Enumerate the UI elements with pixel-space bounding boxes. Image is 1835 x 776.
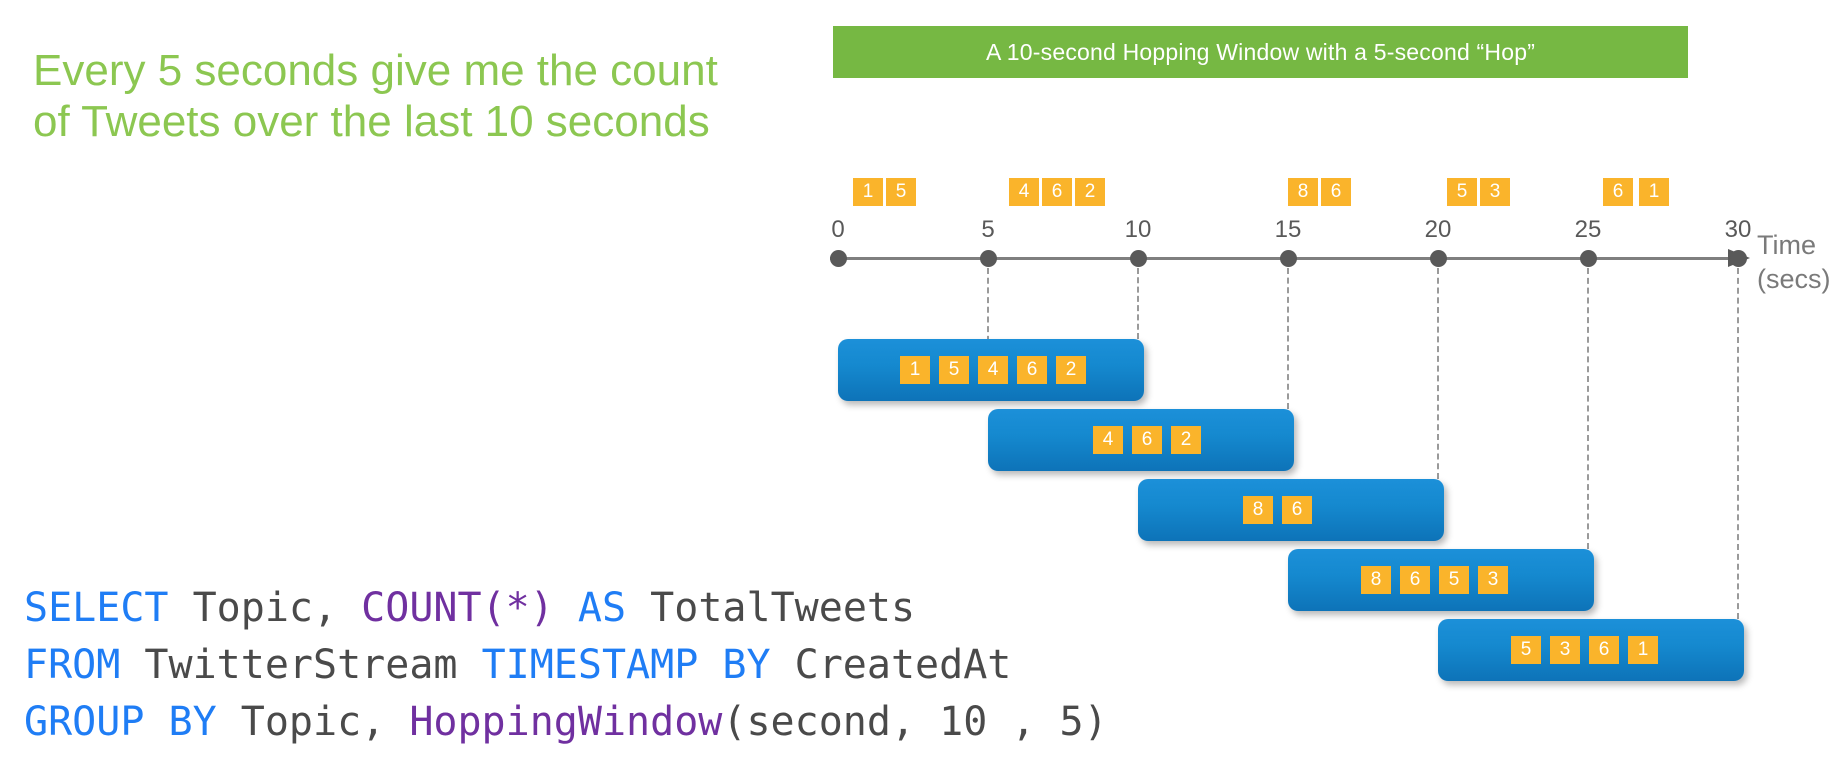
stream-event-chip: 4 [1009, 178, 1039, 206]
window-event-chip: 1 [900, 356, 930, 384]
axis-dot-25 [1580, 250, 1597, 267]
sql-token: TotalTweets [626, 585, 916, 631]
window-event-chip: 1 [1628, 636, 1658, 664]
stream-event-chip: 6 [1603, 178, 1633, 206]
axis-guide-line-20 [1437, 268, 1439, 479]
window-event-chip: 5 [1439, 566, 1469, 594]
axis-guide-line-25 [1587, 268, 1589, 549]
axis-guide-line-30 [1737, 268, 1739, 619]
banner-title: A 10-second Hopping Window with a 5-seco… [985, 38, 1536, 65]
axis-tick-label-20: 20 [1424, 216, 1452, 243]
window-event-chip: 5 [939, 356, 969, 384]
sql-line: SELECT Topic, COUNT(*) AS TotalTweets [24, 580, 1108, 637]
axis-guide-line-10 [1137, 268, 1139, 339]
axis-tick-label-15: 15 [1274, 216, 1302, 243]
sql-token [554, 585, 578, 631]
axis-label-time-unit: (secs) [1757, 264, 1831, 294]
axis-tick-label-30: 30 [1724, 216, 1752, 243]
sql-token: AS [577, 585, 627, 631]
axis-tick-label-5: 5 [981, 216, 995, 243]
time-axis-line [830, 257, 1730, 260]
window-event-chip: 4 [1093, 426, 1123, 454]
sql-token: GROUP BY [24, 699, 217, 745]
stream-event-chip: 6 [1321, 178, 1351, 206]
stream-event-chip: 3 [1480, 178, 1510, 206]
window-event-chip: 6 [1017, 356, 1047, 384]
axis-dot-20 [1430, 250, 1447, 267]
window-event-chip: 6 [1400, 566, 1430, 594]
window-event-chip: 2 [1056, 356, 1086, 384]
sql-token: HoppingWindow [409, 699, 723, 745]
time-axis-arrow-icon [1728, 249, 1750, 267]
axis-guide-line-15 [1287, 268, 1289, 409]
axis-label-time: Time (secs) [1757, 228, 1831, 296]
sql-token: (second, 10 , 5) [722, 699, 1108, 745]
axis-tick-label-25: 25 [1574, 216, 1602, 243]
axis-tick-label-10: 10 [1124, 216, 1152, 243]
window-event-chip: 8 [1243, 496, 1273, 524]
window-event-chip: 6 [1589, 636, 1619, 664]
window-event-chip: 5 [1511, 636, 1541, 664]
axis-dot-0 [830, 250, 847, 267]
axis-guide-line-5 [987, 268, 989, 400]
window-event-chip: 3 [1478, 566, 1508, 594]
window-event-chip: 8 [1361, 566, 1391, 594]
sql-line: GROUP BY Topic, HoppingWindow(second, 10… [24, 694, 1108, 751]
sql-line: FROM TwitterStream TIMESTAMP BY CreatedA… [24, 637, 1108, 694]
stream-event-chip: 1 [853, 178, 883, 206]
axis-dot-15 [1280, 250, 1297, 267]
axis-dot-10 [1130, 250, 1147, 267]
stream-event-chip: 2 [1075, 178, 1105, 206]
window-event-chip: 4 [978, 356, 1008, 384]
sql-token: FROM [24, 642, 121, 688]
window-event-chip: 6 [1132, 426, 1162, 454]
headline-text: Every 5 seconds give me the count of Twe… [33, 46, 731, 146]
sql-token: CreatedAt [770, 642, 1012, 688]
sql-token: COUNT(*) [361, 585, 554, 631]
slide-banner: A 10-second Hopping Window with a 5-seco… [833, 26, 1688, 78]
sql-token: SELECT [24, 585, 169, 631]
axis-label-time-text: Time [1757, 230, 1816, 260]
stream-event-chip: 1 [1639, 178, 1669, 206]
sql-token: TIMESTAMP BY [481, 642, 771, 688]
window-event-chip: 6 [1282, 496, 1312, 524]
sql-token: Topic, [168, 585, 362, 631]
sql-token: Topic, [216, 699, 410, 745]
window-event-chip: 2 [1171, 426, 1201, 454]
stream-event-chip: 8 [1288, 178, 1318, 206]
axis-dot-5 [980, 250, 997, 267]
stream-event-chip: 5 [1447, 178, 1477, 206]
window-event-chip: 3 [1550, 636, 1580, 664]
stream-event-chip: 6 [1042, 178, 1072, 206]
axis-tick-label-0: 0 [831, 216, 845, 243]
axis-dot-30 [1730, 250, 1747, 267]
sql-token: TwitterStream [120, 642, 482, 688]
stream-event-chip: 5 [886, 178, 916, 206]
